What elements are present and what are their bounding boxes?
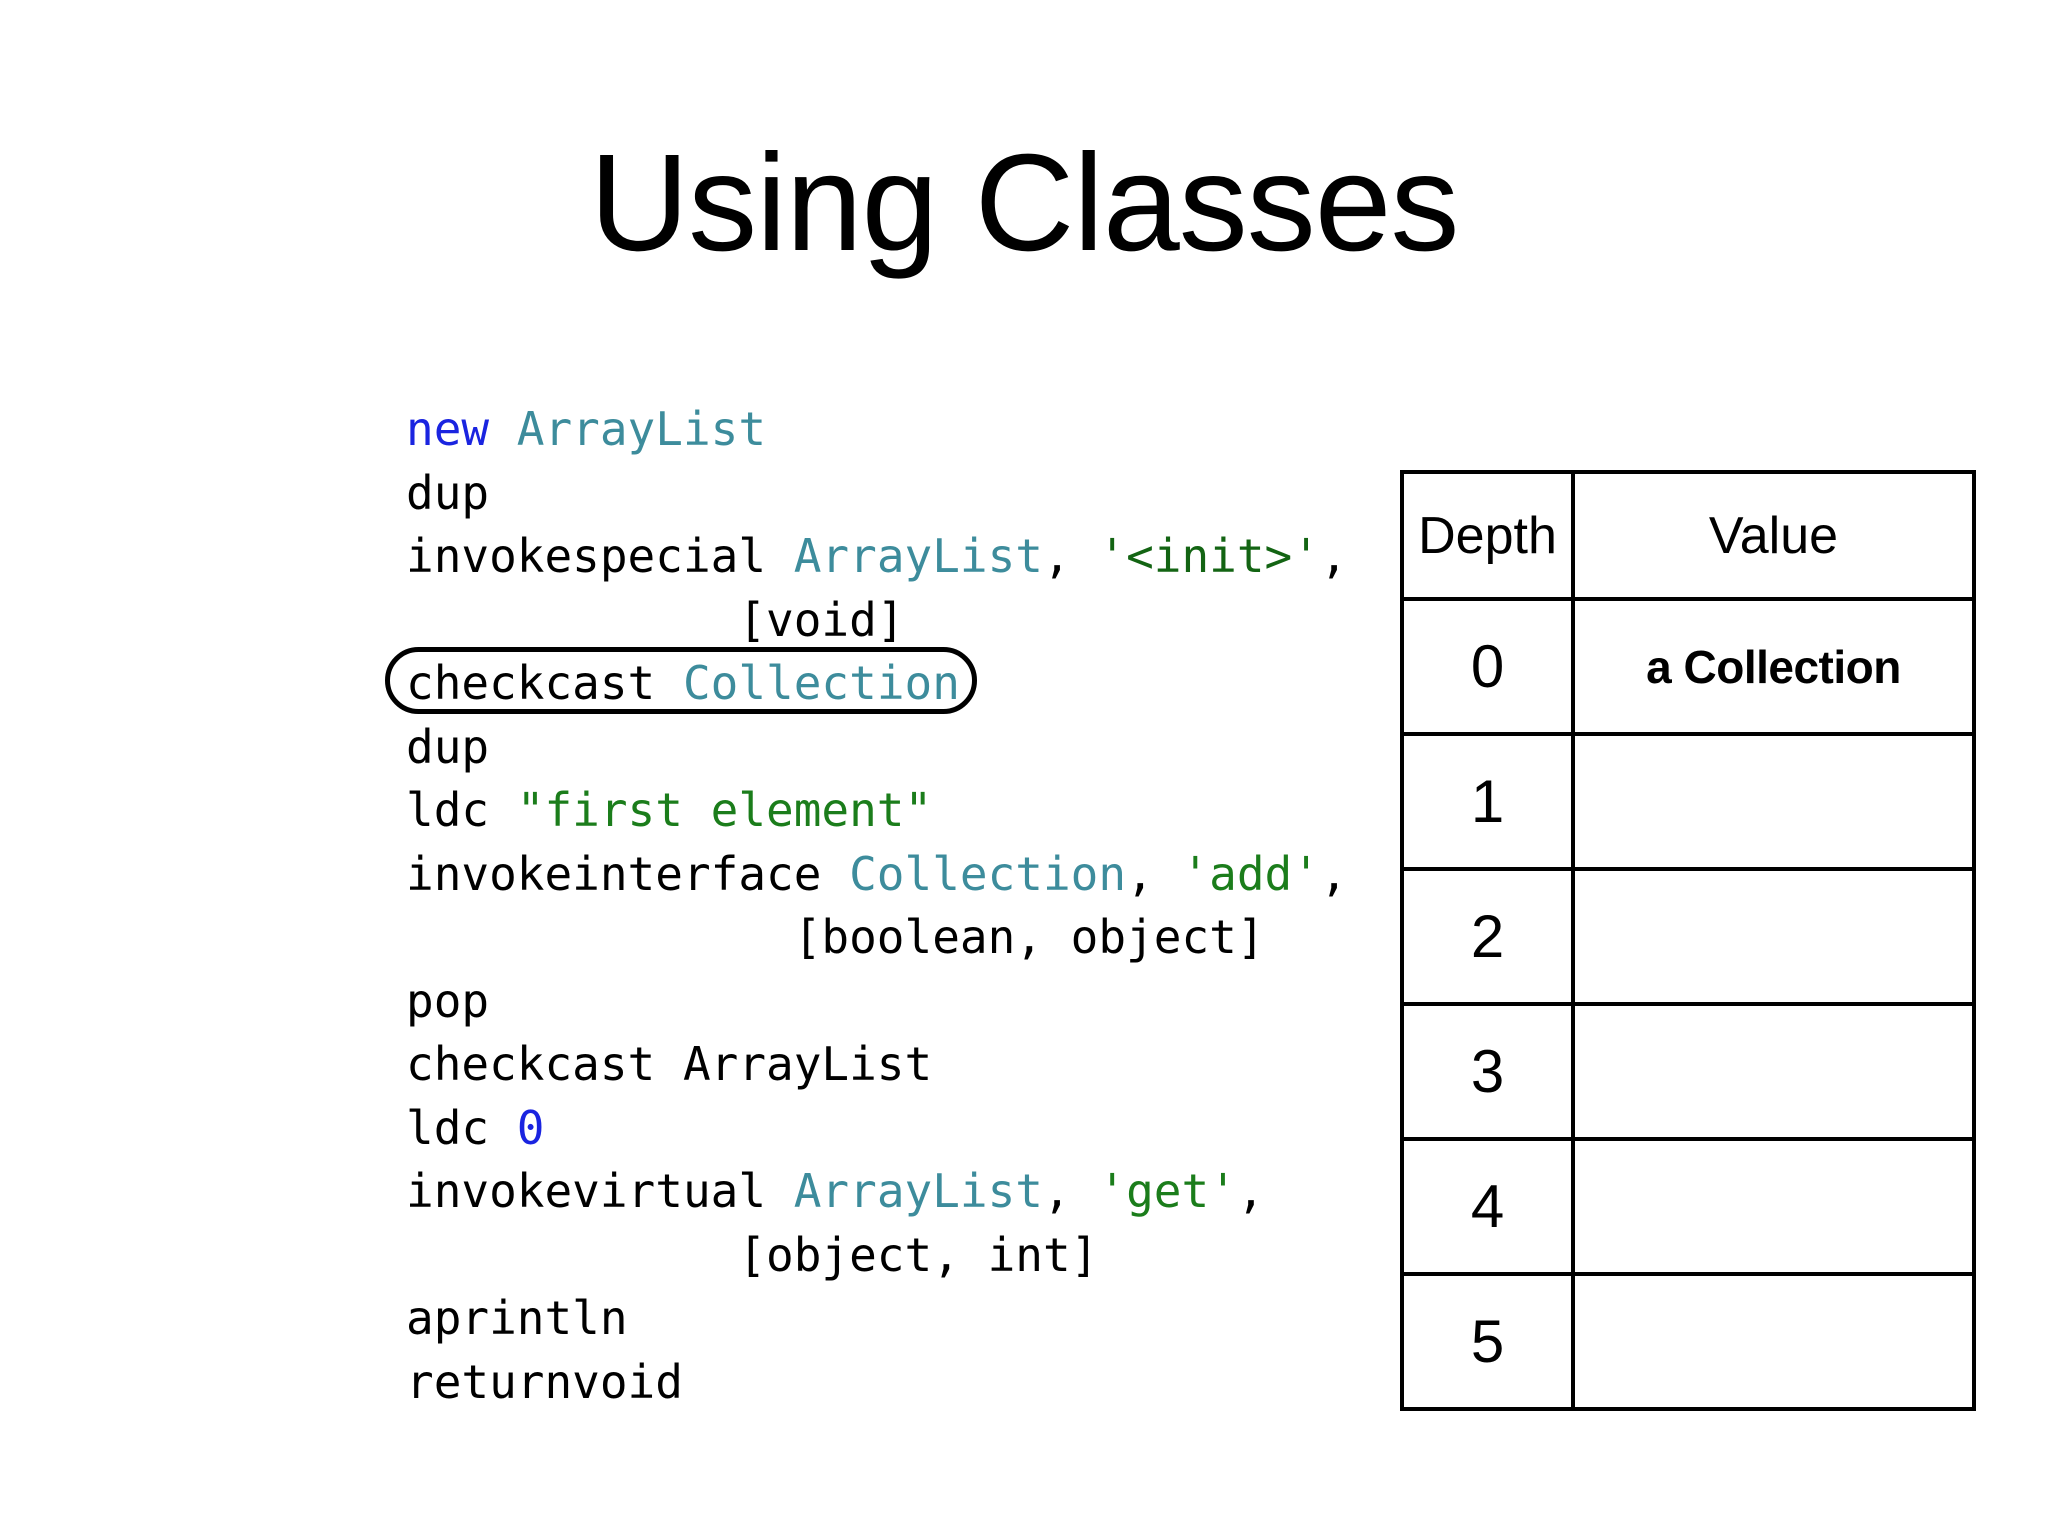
table-row: 1 bbox=[1400, 732, 1976, 871]
code-token-plain: invokespecial bbox=[406, 529, 794, 583]
table-row: 3 bbox=[1400, 1002, 1976, 1141]
code-token-plain: [void] bbox=[406, 592, 905, 647]
code-line-text: dup bbox=[406, 466, 489, 520]
code-token-plain: dup bbox=[406, 719, 490, 774]
line-aprintln: aprintln bbox=[406, 1287, 1348, 1351]
code-line-text: checkcast ArrayList bbox=[406, 1037, 932, 1091]
code-line-text: aprintln bbox=[406, 1291, 628, 1345]
bytecode-listing: new ArrayList dup invokespecial ArrayList,… bbox=[385, 398, 1348, 1415]
code-token-type: Collection bbox=[682, 656, 960, 710]
code-token-plain: [boolean, object] bbox=[406, 910, 1265, 964]
line-void: [void] bbox=[406, 589, 1348, 653]
code-line-text: ldc "first element" bbox=[406, 783, 932, 837]
code-line-text: checkcast Collection bbox=[406, 656, 960, 710]
column-header-depth: Depth bbox=[1400, 470, 1575, 601]
code-token-plain: checkcast ArrayList bbox=[406, 1037, 933, 1091]
stack-value-cell bbox=[1571, 1002, 1976, 1141]
code-line-text: [object, int] bbox=[406, 1228, 1098, 1282]
code-token-plain: [object, int] bbox=[406, 1227, 1099, 1282]
code-token-plain: invokeinterface bbox=[406, 846, 850, 901]
stack-depth-cell: 0 bbox=[1400, 597, 1575, 736]
code-token-plain: , bbox=[1319, 529, 1348, 583]
code-line-text: dup bbox=[406, 720, 489, 774]
code-token-type: ArrayList bbox=[516, 402, 767, 456]
column-header-value: Value bbox=[1571, 470, 1976, 601]
stack-depth-cell: 1 bbox=[1400, 732, 1575, 871]
line-invokeinterface: invokeinterface Collection, 'add', bbox=[406, 843, 1348, 907]
line-invokevirtual: invokevirtual ArrayList, 'get', bbox=[406, 1160, 1348, 1224]
line-dup-1: dup bbox=[406, 462, 1348, 526]
code-line-text: invokespecial ArrayList, '<init>', bbox=[406, 529, 1348, 583]
code-line-text: invokeinterface Collection, 'add', bbox=[406, 847, 1348, 901]
table-row: 4 bbox=[1400, 1137, 1976, 1276]
line-boolean-object: [boolean, object] bbox=[406, 906, 1348, 970]
code-line-text: new ArrayList bbox=[406, 402, 766, 456]
code-token-string_quote: '<init>' bbox=[1098, 529, 1320, 583]
stack-value-cell bbox=[1571, 1137, 1976, 1276]
code-line-text: ldc 0 bbox=[406, 1101, 544, 1155]
line-checkcast-arraylist: checkcast ArrayList bbox=[406, 1033, 1348, 1097]
line-dup-2: dup bbox=[406, 716, 1348, 780]
table-row: 2 bbox=[1400, 867, 1976, 1006]
stack-table-head: Depth Value bbox=[1400, 470, 1976, 601]
line-ldc-zero: ldc 0 bbox=[406, 1097, 1348, 1161]
code-token-string: 'get' bbox=[1098, 1164, 1237, 1218]
line-object-int: [object, int] bbox=[406, 1224, 1348, 1288]
stack-value-cell bbox=[1571, 732, 1976, 871]
line-returnvoid: returnvoid bbox=[406, 1351, 1348, 1415]
stack-value-cell bbox=[1571, 867, 1976, 1006]
code-token-number: 0 bbox=[516, 1100, 545, 1155]
line-new-arraylist: new ArrayList bbox=[406, 398, 1348, 462]
code-token-type: Collection bbox=[849, 846, 1127, 901]
stack-depth-cell: 2 bbox=[1400, 867, 1575, 1006]
code-token-plain: invokevirtual bbox=[406, 1164, 794, 1218]
code-token-plain: , bbox=[1042, 1164, 1099, 1218]
code-line-text: pop bbox=[406, 974, 489, 1028]
stack-depth-cell: 4 bbox=[1400, 1137, 1575, 1276]
code-token-type: ArrayList bbox=[793, 1164, 1043, 1218]
code-token-plain: ldc bbox=[406, 783, 517, 837]
code-line-text: returnvoid bbox=[406, 1355, 683, 1409]
code-line-text: [void] bbox=[406, 592, 905, 647]
code-token-plain: ldc bbox=[406, 1100, 517, 1155]
code-token-plain: pop bbox=[406, 973, 490, 1028]
stack-value-cell: a Collection bbox=[1571, 597, 1976, 736]
code-token-string: 'add' bbox=[1181, 846, 1320, 901]
stack-depth-cell: 5 bbox=[1400, 1272, 1575, 1411]
code-token-keyword: new bbox=[406, 402, 517, 456]
code-token-plain: dup bbox=[406, 465, 490, 520]
line-pop: pop bbox=[406, 970, 1348, 1034]
stack-value-cell bbox=[1571, 1272, 1976, 1411]
code-token-plain: , bbox=[1126, 846, 1182, 901]
line-checkcast-collection[interactable]: checkcast Collection bbox=[385, 647, 1348, 716]
stack-depth-cell: 3 bbox=[1400, 1002, 1575, 1141]
code-token-plain: aprintln bbox=[406, 1291, 628, 1345]
line-invokespecial: invokespecial ArrayList, '<init>', bbox=[406, 525, 1348, 589]
code-token-string: "first element" bbox=[516, 783, 933, 837]
code-token-plain: , bbox=[1319, 846, 1348, 901]
table-row: 5 bbox=[1400, 1272, 1976, 1411]
code-line-text: invokevirtual ArrayList, 'get', bbox=[406, 1164, 1265, 1218]
code-token-plain: returnvoid bbox=[406, 1354, 683, 1409]
page-title: Using Classes bbox=[589, 126, 1460, 280]
line-ldc-first-element: ldc "first element" bbox=[406, 779, 1348, 843]
code-token-type: ArrayList bbox=[793, 529, 1043, 583]
code-token-plain: , bbox=[1042, 529, 1099, 583]
code-line-text: [boolean, object] bbox=[406, 910, 1265, 964]
code-token-plain: checkcast bbox=[406, 656, 683, 710]
stack-table-header-row: Depth Value bbox=[1400, 470, 1976, 601]
code-token-plain: , bbox=[1236, 1164, 1265, 1218]
